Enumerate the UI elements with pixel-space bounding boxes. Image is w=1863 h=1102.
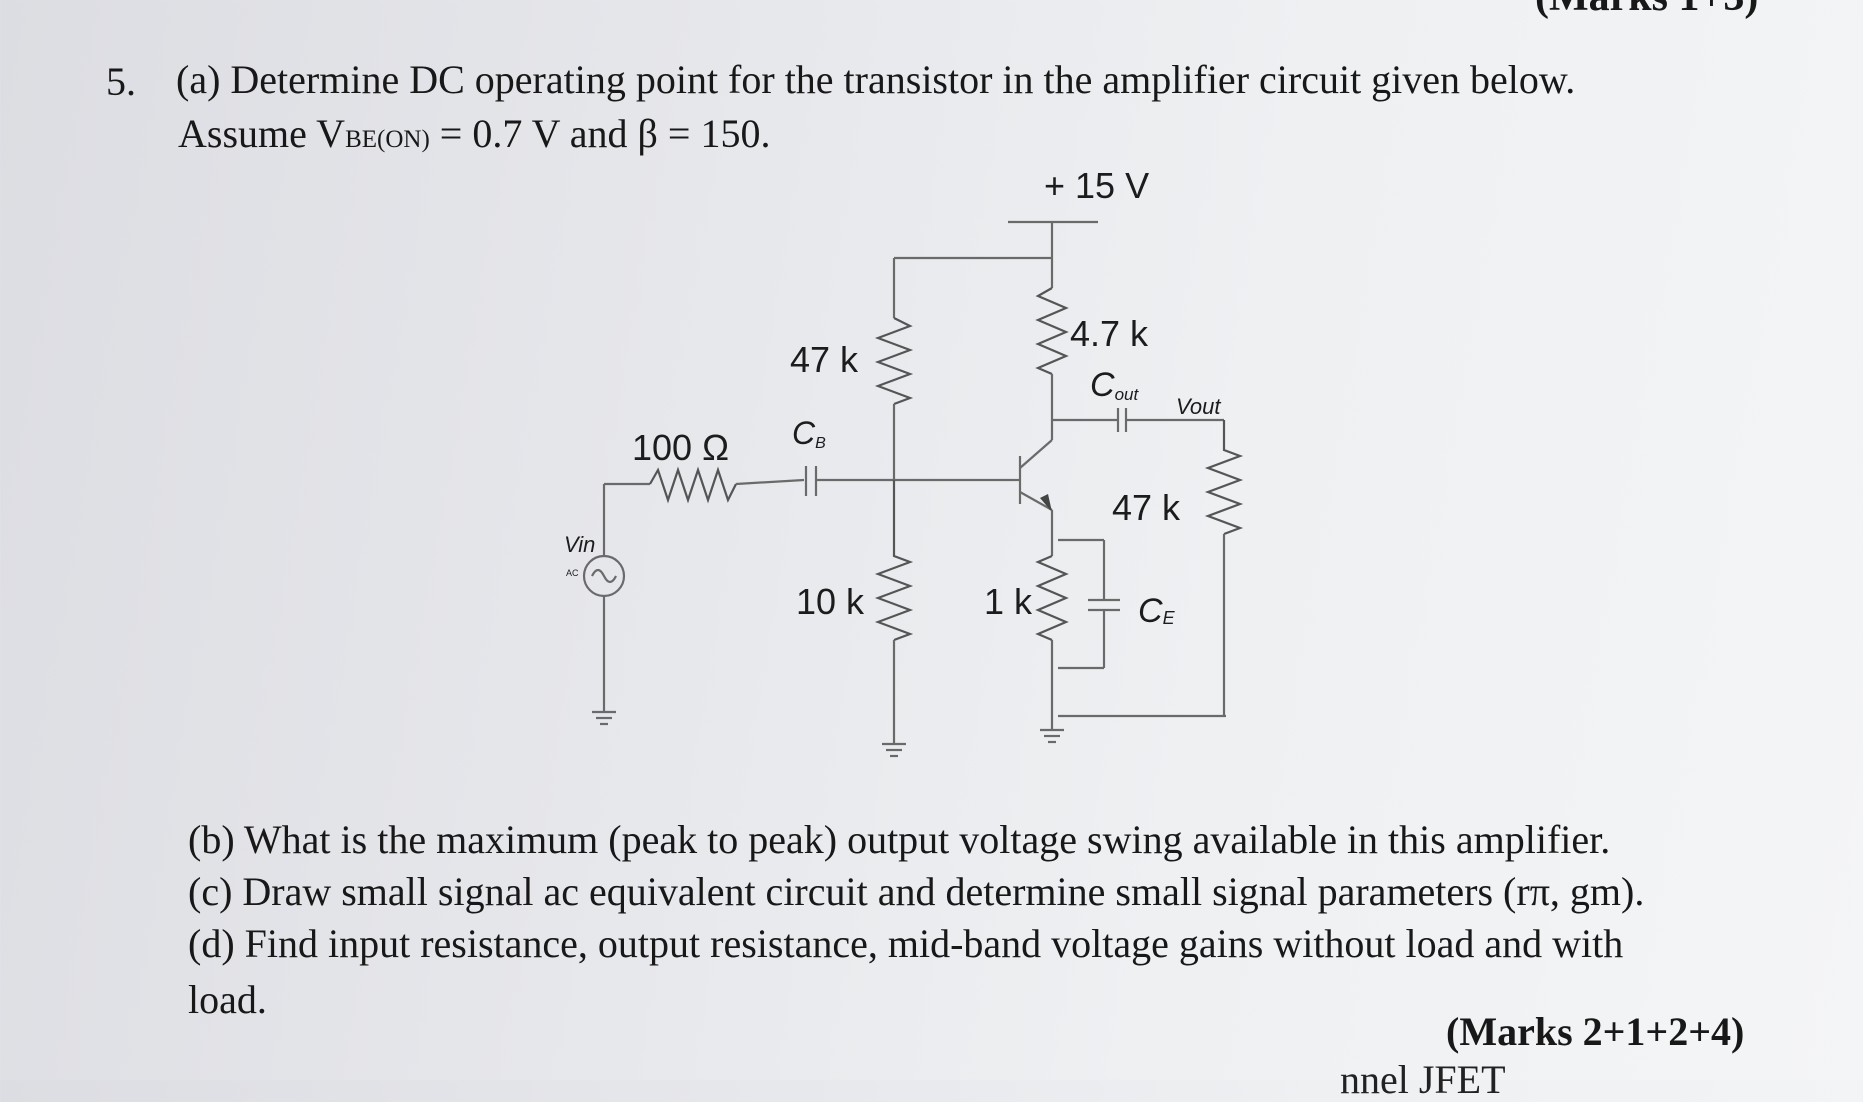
cb-left-wire — [735, 478, 805, 486]
resistor-re — [1035, 554, 1069, 642]
rc-label: 4.7 k — [1070, 313, 1149, 354]
ce-main: C — [1138, 592, 1163, 630]
rb1-label: 47 k — [790, 339, 859, 380]
part-d-line1: (d) Find input resistance, output resist… — [188, 921, 1624, 966]
part-c: (c) Draw small signal ac equivalent circ… — [188, 869, 1645, 914]
cb-main: C — [792, 415, 816, 451]
part-a-line1: (a) Determine DC operating point for the… — [176, 57, 1576, 102]
part-b: (b) What is the maximum (peak to peak) o… — [188, 817, 1611, 862]
resistor-rb1 — [874, 317, 914, 406]
transistor-emitter — [1019, 491, 1053, 511]
part-a-line2-post: = 0.7 V and β = 150. — [429, 111, 771, 156]
resistor-rl — [1204, 420, 1244, 536]
resistor-rs — [649, 466, 737, 504]
rs-label: 100 Ω — [632, 427, 729, 468]
marks-bottom: (Marks 2+1+2+4) — [1446, 1009, 1745, 1054]
ac-label: AC — [566, 568, 579, 578]
rl-label: 47 k — [1112, 487, 1181, 528]
vin-label: Vin — [564, 532, 595, 557]
vout-label: Vout — [1176, 394, 1221, 419]
part-d-line2: load. — [188, 977, 267, 1022]
part-a-line2-pre: Assume V — [178, 111, 346, 156]
re-label: 1 k — [984, 581, 1033, 622]
supply-label: + 15 V — [1044, 165, 1149, 206]
next-line-cut: nnel JFET — [1340, 1057, 1506, 1102]
cb-label: CB — [792, 415, 826, 452]
ce-sub: E — [1163, 608, 1176, 628]
sine-wave-icon — [591, 568, 617, 584]
cout-label: Cout — [1090, 366, 1139, 404]
transistor-collector — [1019, 439, 1053, 469]
resistor-rb2 — [874, 480, 914, 642]
rb2-label: 10 k — [796, 581, 865, 622]
cout-sub: out — [1115, 385, 1140, 404]
part-a-line2-sub: BE(ON) — [345, 126, 430, 153]
marks-top: (Marks 1+3) — [1535, 0, 1758, 18]
part-a-line2: Assume VBE(ON) = 0.7 V and β = 150. — [178, 114, 770, 154]
ce-label: CE — [1138, 592, 1176, 630]
emitter-arrow-icon — [1040, 494, 1052, 512]
cb-sub: B — [815, 435, 826, 452]
resistor-rc — [1035, 287, 1069, 376]
question-number: 5. — [106, 59, 136, 104]
cout-main: C — [1090, 366, 1115, 404]
